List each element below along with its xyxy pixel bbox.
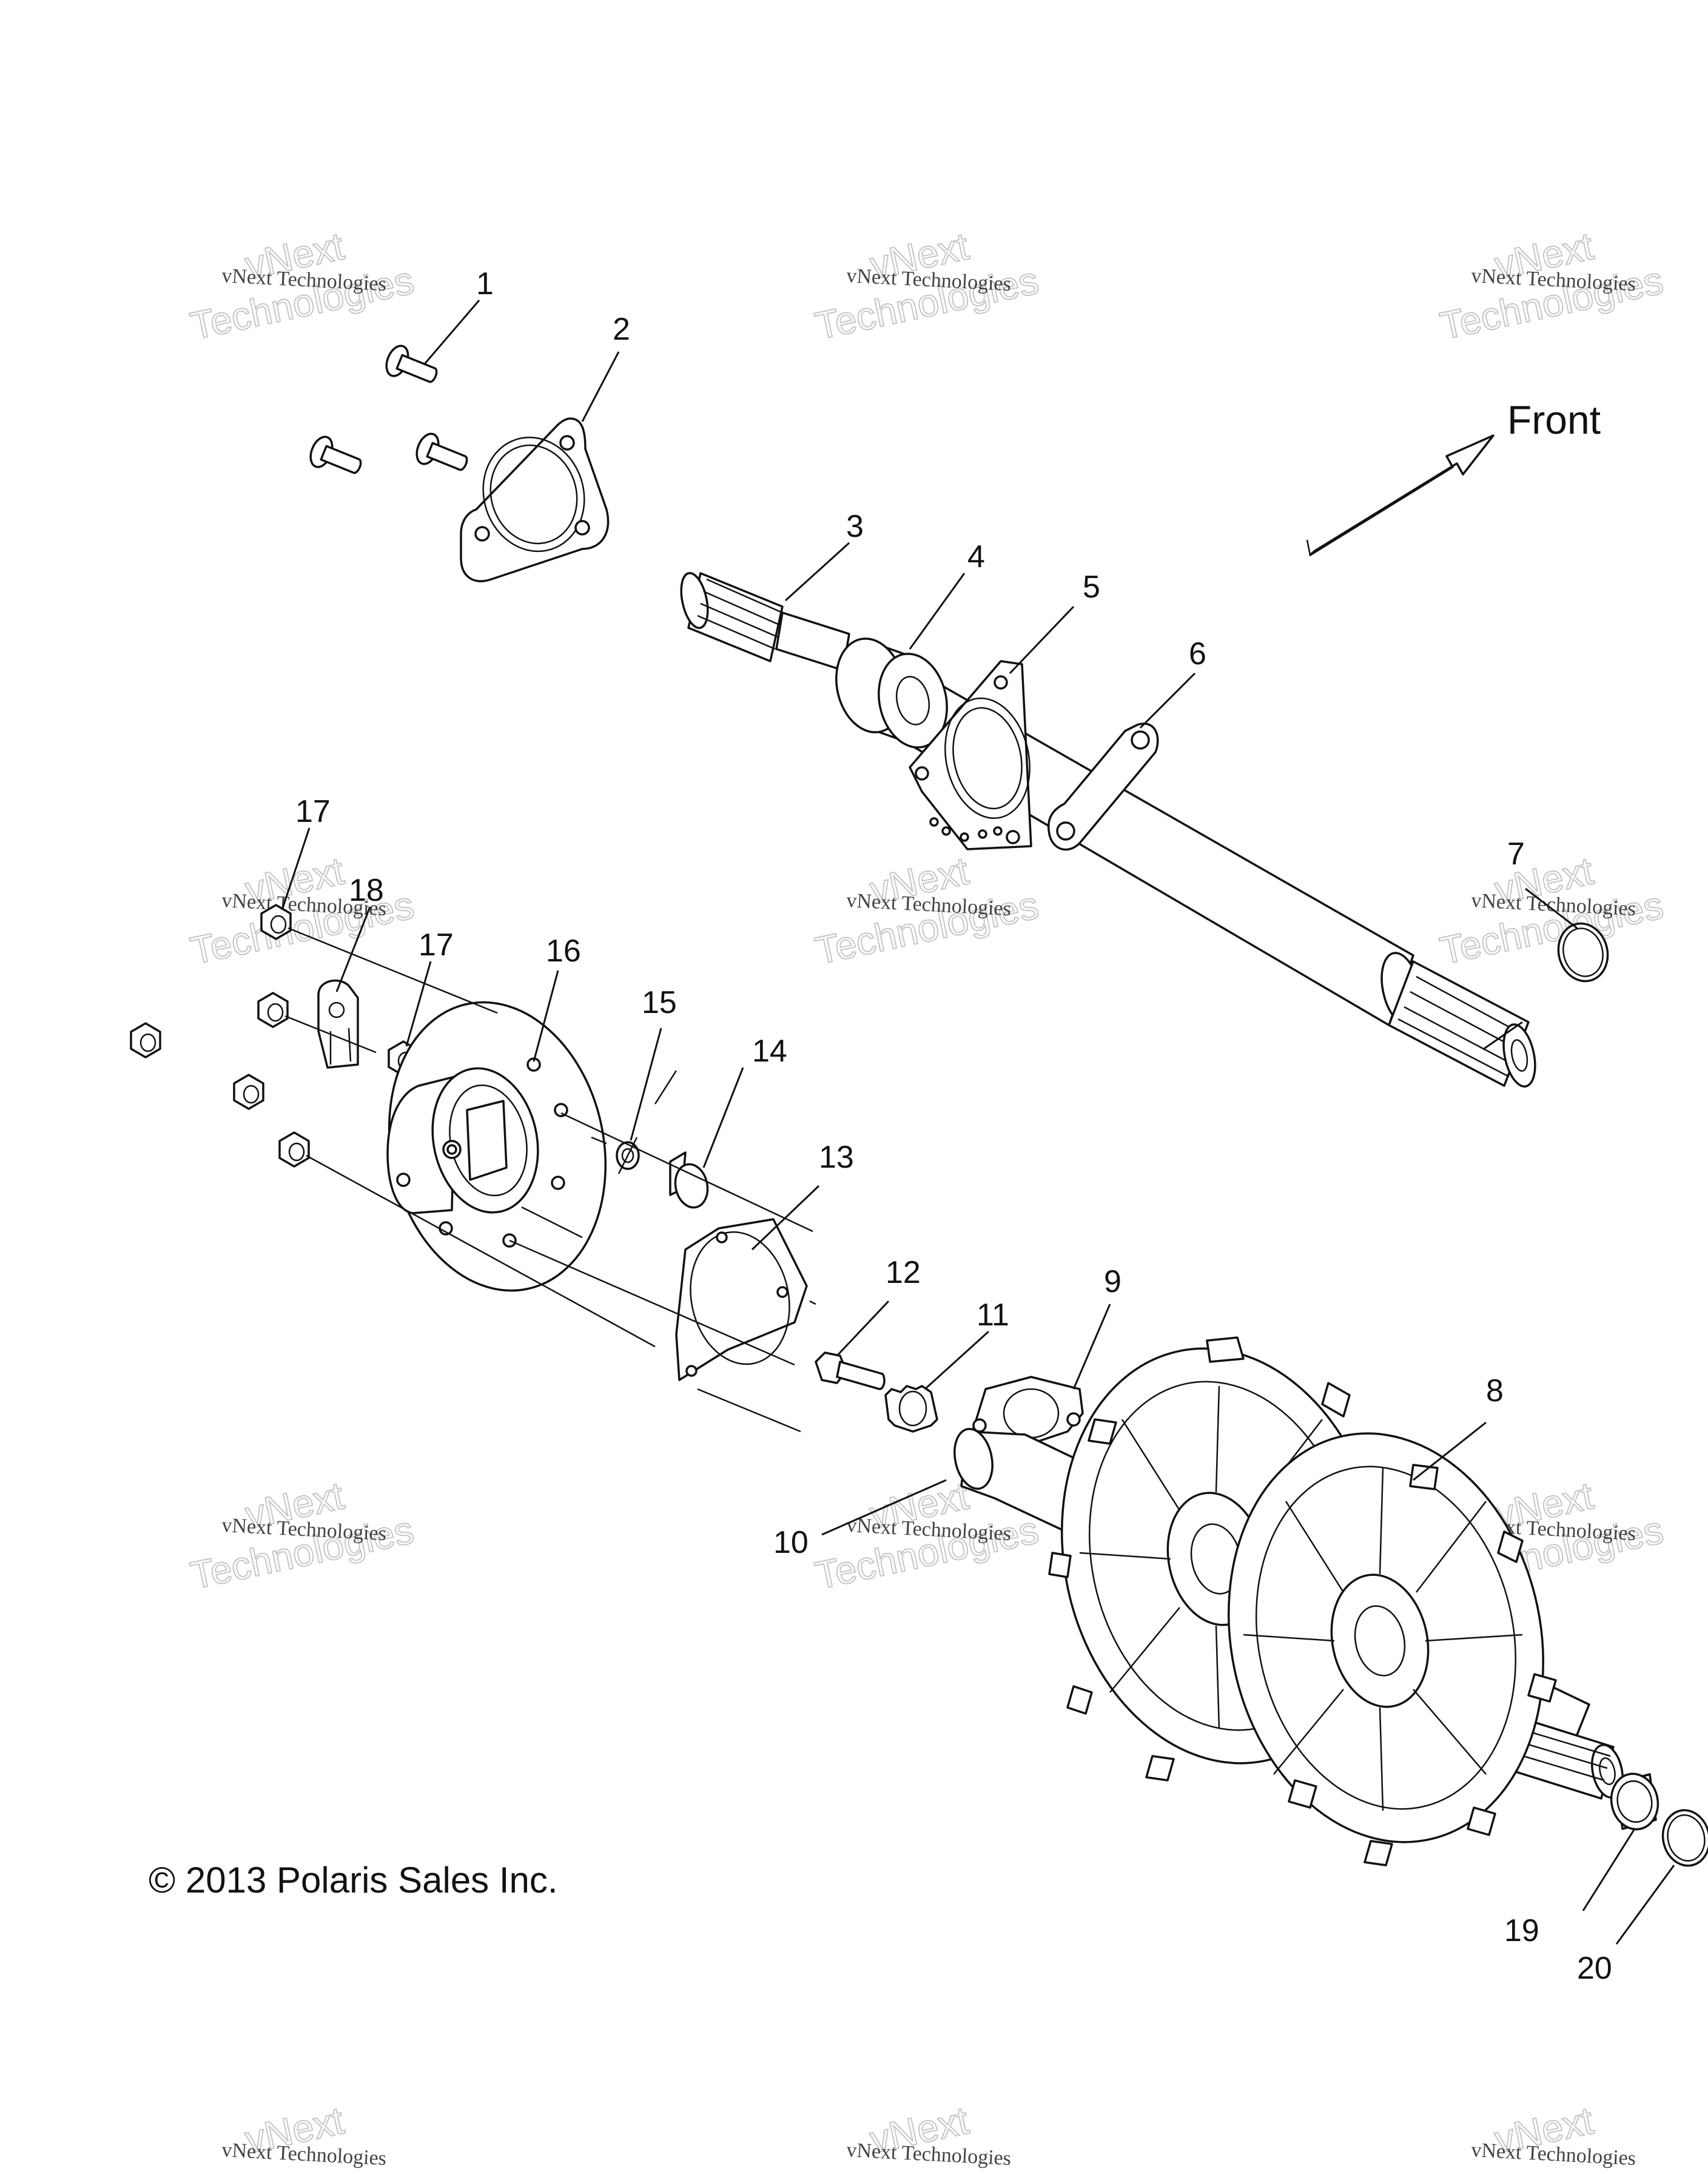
watermark: vNext vNext Technologies xyxy=(1471,2098,1636,2170)
watermark: vNext Technologies vNext Technologies xyxy=(186,223,418,348)
part-6-retainer xyxy=(1047,722,1159,851)
watermark: vNext Technologies vNext Technologies xyxy=(811,848,1043,973)
watermark: vNext vNext Technologies xyxy=(846,2098,1012,2170)
callout-8: 8 xyxy=(1486,1373,1504,1408)
part-11-sprocket xyxy=(884,1385,938,1433)
part-12-bolt xyxy=(815,1351,886,1390)
callout-15: 15 xyxy=(642,985,677,1020)
callout-9: 9 xyxy=(1104,1264,1121,1299)
callout-19: 19 xyxy=(1504,1913,1539,1948)
callout-12: 12 xyxy=(886,1255,921,1290)
part-16-hub-flange xyxy=(386,1001,607,1292)
watermark-text: vNext Technologies xyxy=(1471,2139,1636,2170)
watermark-text: vNext Technologies xyxy=(221,2139,387,2170)
part-17-nuts xyxy=(130,904,419,1168)
part-19-bearing-race xyxy=(1610,1772,1659,1831)
callout-17b: 17 xyxy=(419,927,454,963)
watermark: vNext Technologies vNext Technologies xyxy=(186,1473,418,1598)
callout-2: 2 xyxy=(613,312,630,347)
callout-3: 3 xyxy=(846,509,864,544)
callout-20: 20 xyxy=(1577,1951,1612,1986)
callout-17: 17 xyxy=(295,794,331,829)
part-5-bearing-flange xyxy=(909,660,1032,850)
callout-10: 10 xyxy=(773,1525,809,1560)
callout-5: 5 xyxy=(1083,570,1100,605)
leader-lines xyxy=(281,300,1675,1945)
callout-1: 1 xyxy=(476,266,494,301)
watermark: vNext Technologies vNext Technologies xyxy=(811,223,1043,348)
front-label: Front xyxy=(1507,397,1601,442)
front-direction-arrow: Front xyxy=(1306,397,1601,556)
watermark: vNext vNext Technologies xyxy=(221,2098,387,2170)
watermark-text: vNext Technologies xyxy=(846,2139,1012,2170)
part-13-gasket-plate xyxy=(675,1218,808,1381)
part-1-rivets xyxy=(309,345,468,474)
part-8-track-drivers xyxy=(1048,1336,1557,1866)
copyright-notice: © 2013 Polaris Sales Inc. xyxy=(149,1860,558,1900)
watermark: vNext Technologies vNext Technologies xyxy=(186,848,418,973)
callout-16: 16 xyxy=(546,934,581,969)
part-2-bearing-flange xyxy=(460,417,610,582)
callout-11: 11 xyxy=(977,1297,1009,1333)
callout-6: 6 xyxy=(1189,636,1206,671)
callout-7: 7 xyxy=(1507,836,1525,872)
part-7-o-ring xyxy=(1557,922,1609,983)
part-18-lock-tab xyxy=(317,979,359,1069)
callout-labels: 1 2 3 4 5 6 7 8 9 10 11 12 13 14 15 16 1… xyxy=(295,266,1612,1986)
part-14-rivet xyxy=(669,1151,709,1209)
part-4-bearing xyxy=(835,638,948,749)
assembly-guide-lines xyxy=(284,927,816,1433)
callout-14: 14 xyxy=(752,1034,787,1069)
part-20-o-ring xyxy=(1661,1809,1708,1867)
watermark: vNext Technologies vNext Technologies xyxy=(1436,223,1667,348)
part-3-drive-shaft xyxy=(680,572,1536,1088)
callout-18: 18 xyxy=(349,873,384,908)
callout-4: 4 xyxy=(967,539,985,574)
callout-13: 13 xyxy=(819,1140,854,1175)
watermark: vNext Technologies vNext Technologies xyxy=(1436,848,1667,973)
